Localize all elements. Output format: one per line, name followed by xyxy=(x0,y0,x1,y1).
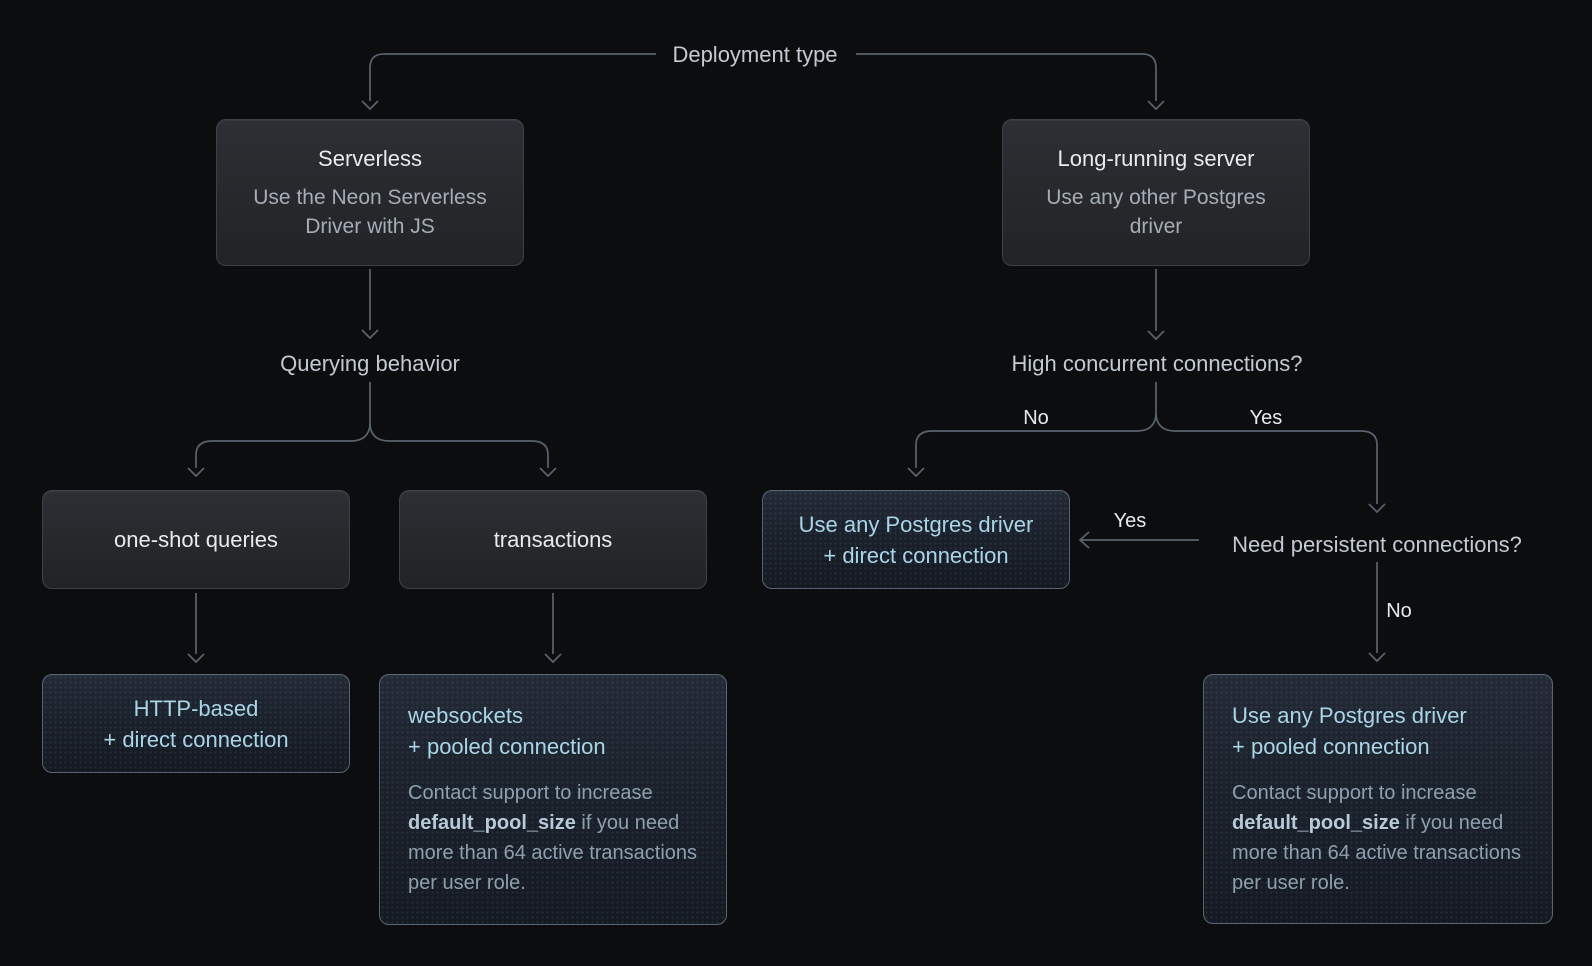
node-websockets-pooled-connection: websockets + pooled connection Contact s… xyxy=(379,674,727,925)
note-code-token: default_pool_size xyxy=(408,812,576,834)
node-one-shot-queries: one-shot queries xyxy=(42,490,350,589)
node-line1: websockets xyxy=(408,703,523,728)
node-subtitle: Use the Neon Serverless Driver with JS xyxy=(253,186,487,238)
node-any-driver-pooled-connection: Use any Postgres driver + pooled connect… xyxy=(1203,674,1553,924)
node-title: one-shot queries xyxy=(114,526,278,552)
edge-querying-split xyxy=(187,382,557,478)
label-deployment-type: Deployment type xyxy=(672,42,838,67)
node-line2: + pooled connection xyxy=(1232,734,1430,759)
node-note: Contact support to increase default_pool… xyxy=(1232,778,1524,898)
node-transactions: transactions xyxy=(399,490,707,589)
node-line1: Use any Postgres driver xyxy=(798,511,1034,537)
note-text: Contact support to increase xyxy=(408,782,653,804)
node-line2: + direct connection xyxy=(823,542,1009,568)
node-subtitle: Use any other Postgres driver xyxy=(1046,186,1266,238)
edge-deployment-to-serverless xyxy=(361,53,656,111)
node-title: Long-running server xyxy=(1057,146,1255,171)
node-serverless: Serverless Use the Neon Serverless Drive… xyxy=(216,119,524,266)
edge-long-running-to-high-concurrent xyxy=(1147,269,1165,341)
label-querying-behavior: Querying behavior xyxy=(280,351,460,376)
node-any-driver-direct-connection: Use any Postgres driver + direct connect… xyxy=(762,490,1070,589)
node-long-running-server: Long-running server Use any other Postgr… xyxy=(1002,119,1310,266)
node-line1: HTTP-based xyxy=(133,695,259,721)
edge-transactions-to-websockets xyxy=(544,593,562,664)
edge-one-shot-to-http xyxy=(187,593,205,664)
branch-label-yes: Yes xyxy=(1249,407,1283,429)
branch-label-persistent-no: No xyxy=(1386,600,1412,622)
note-text: if you need more than 64 active transact… xyxy=(1232,812,1522,894)
node-note: Contact support to increase default_pool… xyxy=(408,778,698,898)
node-line2: + direct connection xyxy=(103,726,289,752)
edge-serverless-to-querying xyxy=(361,269,379,340)
branch-label-no: No xyxy=(1023,407,1049,429)
edge-deployment-to-long-running xyxy=(856,53,1165,111)
node-line1: Use any Postgres driver xyxy=(1232,703,1467,728)
node-title: transactions xyxy=(493,526,613,552)
label-need-persistent-connections: Need persistent connections? xyxy=(1232,532,1522,557)
edge-persistent-yes xyxy=(1078,531,1199,549)
branch-label-persistent-yes: Yes xyxy=(1113,510,1147,532)
note-text: if you need more than 64 active transact… xyxy=(408,812,698,894)
label-high-concurrent-connections: High concurrent connections? xyxy=(1011,351,1303,376)
node-http-direct-connection: HTTP-based + direct connection xyxy=(42,674,350,773)
node-title: Serverless xyxy=(318,146,422,171)
edge-high-concurrent-split xyxy=(907,382,1386,514)
edge-persistent-no xyxy=(1368,562,1386,663)
note-code-token: default_pool_size xyxy=(1232,812,1400,834)
note-text: Contact support to increase xyxy=(1232,782,1477,804)
node-line2: + pooled connection xyxy=(408,734,606,759)
